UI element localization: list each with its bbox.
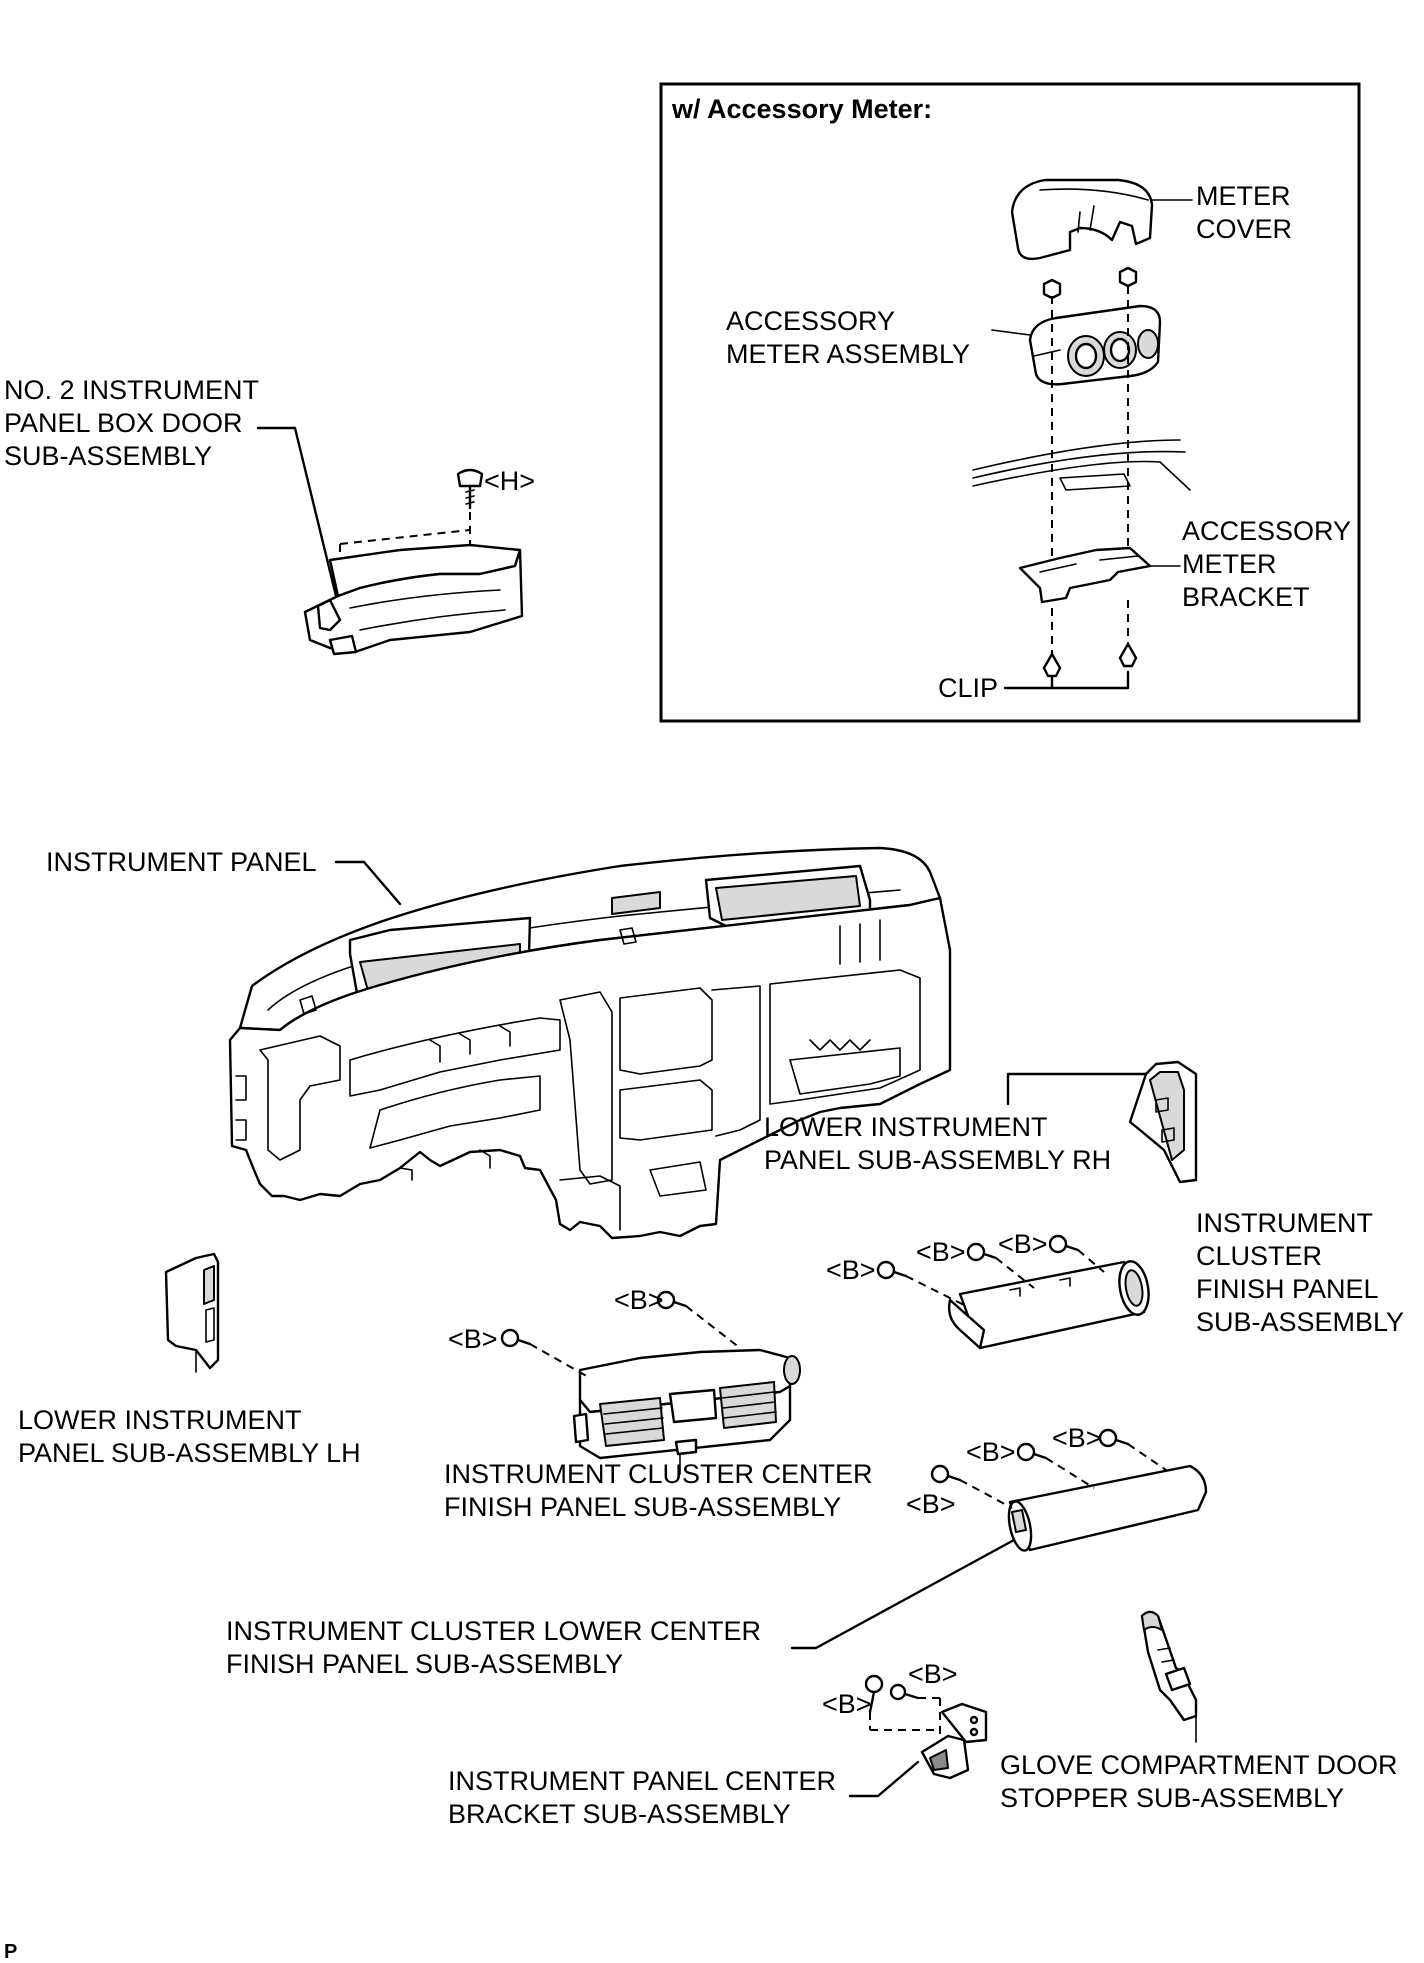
accessory-meter-assembly-part <box>1028 304 1162 386</box>
instrument-panel-label: INSTRUMENT PANEL <box>46 847 317 877</box>
box-door-leader <box>256 426 338 598</box>
cluster-finish-screw-3 <box>1048 1234 1080 1254</box>
cluster-lower-screw-label-3: <B> <box>1052 1423 1102 1453</box>
instrument-panel-group: INSTRUMENT PANEL <box>46 846 952 1240</box>
cluster-lower-center-part <box>1007 1464 1208 1552</box>
cluster-finish-screw-label-2: <B> <box>916 1237 966 1267</box>
glove-stopper-part <box>1140 1610 1198 1722</box>
cluster-lower-screw-3 <box>1098 1428 1130 1448</box>
cluster-center-screw-label-2: <B> <box>614 1285 664 1315</box>
cluster-lower-screw-label-2: <B> <box>966 1437 1016 1467</box>
dash-opening <box>1059 473 1131 491</box>
lower-panel-rh-group: LOWER INSTRUMENT PANEL SUB-ASSEMBLY RH <box>764 1060 1198 1184</box>
glove-stopper-label-2: STOPPER SUB-ASSEMBLY <box>1000 1783 1344 1813</box>
clip-leader <box>1003 670 1130 690</box>
screw-h <box>456 468 484 510</box>
center-bracket-screw-1 <box>864 1674 884 1714</box>
center-bracket-screw-2 <box>889 1683 920 1701</box>
meter-cover-label-1: METER <box>1196 181 1291 211</box>
lower-panel-rh-label-2: PANEL SUB-ASSEMBLY RH <box>764 1145 1111 1175</box>
center-bracket-screw-label-2: <B> <box>908 1659 958 1689</box>
clip-left <box>1042 652 1062 678</box>
meter-assembly-label-1: ACCESSORY <box>726 306 895 336</box>
glove-stopper-group: GLOVE COMPARTMENT DOOR STOPPER SUB-ASSEM… <box>1000 1610 1398 1813</box>
cluster-finish-screw-1 <box>876 1260 908 1280</box>
center-bracket-screw-label-1: <B> <box>822 1689 872 1719</box>
instrument-panel-part <box>228 846 952 1240</box>
cluster-finish-label-3: FINISH PANEL <box>1196 1274 1379 1304</box>
dash-edge-line <box>972 439 1181 471</box>
cluster-center-finish-group: <B> <B> INSTRUMENT CLUSTER CENTER FINISH… <box>444 1285 873 1522</box>
clip-right <box>1118 642 1138 668</box>
clip-label: CLIP <box>938 673 998 703</box>
center-bracket-label-1: INSTRUMENT PANEL CENTER <box>448 1766 836 1796</box>
cluster-center-screw-1 <box>500 1328 532 1348</box>
cluster-center-label-2: FINISH PANEL SUB-ASSEMBLY <box>444 1492 841 1522</box>
cluster-center-label-1: INSTRUMENT CLUSTER CENTER <box>444 1459 873 1489</box>
box-door-group: NO. 2 INSTRUMENT PANEL BOX DOOR SUB-ASSE… <box>4 375 535 656</box>
cluster-lower-screw-1 <box>930 1464 962 1484</box>
meter-cover-part <box>1010 178 1154 261</box>
cluster-finish-panel-group: <B> <B> <B> INSTRUMENT CLUSTER FINISH PA… <box>826 1208 1404 1350</box>
meter-assembly-label-2: METER ASSEMBLY <box>726 339 970 369</box>
meter-assembly-leader <box>991 329 1031 336</box>
cluster-finish-screw-label-1: <B> <box>826 1255 876 1285</box>
cluster-finish-label-2: CLUSTER <box>1196 1241 1322 1271</box>
lower-panel-rh-part <box>1128 1060 1198 1184</box>
box-door-part <box>303 543 524 656</box>
center-bracket-group: <B> <B> INSTRUMENT PANEL CENTER BRACKET … <box>448 1659 988 1829</box>
bracket-label-2: METER <box>1182 549 1277 579</box>
bracket-label-1: ACCESSORY <box>1182 516 1351 546</box>
instrument-panel-leader <box>334 860 402 906</box>
inset-title: w/ Accessory Meter: <box>671 94 932 124</box>
cluster-lower-screw-2 <box>1016 1442 1048 1462</box>
lower-panel-rh-label-1: LOWER INSTRUMENT <box>764 1112 1048 1142</box>
cluster-lower-leader <box>790 1538 1016 1650</box>
corner-mark: P <box>4 1941 17 1963</box>
cluster-lower-center-group: <B> <B> <B> INSTRUMENT CLUSTER LOWER CEN… <box>226 1423 1208 1679</box>
lower-panel-rh-leader <box>1006 1072 1148 1106</box>
cluster-lower-label-2: FINISH PANEL SUB-ASSEMBLY <box>226 1649 623 1679</box>
cluster-finish-label-4: SUB-ASSEMBLY <box>1196 1307 1404 1337</box>
cluster-finish-screw-label-3: <B> <box>998 1229 1048 1259</box>
meter-cover-label-2: COVER <box>1196 214 1292 244</box>
box-door-label-3: SUB-ASSEMBLY <box>4 441 212 471</box>
center-bracket-label-2: BRACKET SUB-ASSEMBLY <box>448 1799 791 1829</box>
cluster-center-screw-label-1: <B> <box>448 1324 498 1354</box>
cluster-finish-screw-2 <box>966 1242 998 1262</box>
box-door-label-1: NO. 2 INSTRUMENT <box>4 375 259 405</box>
bracket-label-3: BRACKET <box>1182 582 1310 612</box>
screw-h-label: <H> <box>484 466 535 496</box>
cluster-center-screw-2 <box>656 1290 688 1310</box>
box-door-label-2: PANEL BOX DOOR <box>4 408 243 438</box>
lower-panel-lh-group: LOWER INSTRUMENT PANEL SUB-ASSEMBLY LH <box>18 1252 361 1468</box>
meter-nut-left <box>1042 278 1062 300</box>
accessory-meter-inset: w/ Accessory Meter: METER COVER ACCESSOR… <box>659 82 1361 723</box>
cluster-finish-label-1: INSTRUMENT <box>1196 1208 1373 1238</box>
center-bracket-part <box>920 1702 988 1780</box>
lower-panel-lh-label-1: LOWER INSTRUMENT <box>18 1405 302 1435</box>
cluster-lower-label-1: INSTRUMENT CLUSTER LOWER CENTER <box>226 1616 761 1646</box>
center-bracket-leader <box>848 1760 920 1798</box>
cluster-finish-panel-part <box>947 1260 1150 1350</box>
lower-panel-lh-label-2: PANEL SUB-ASSEMBLY LH <box>18 1438 361 1468</box>
lower-panel-lh-part <box>164 1252 220 1370</box>
glove-stopper-label-1: GLOVE COMPARTMENT DOOR <box>1000 1750 1398 1780</box>
cluster-lower-screw-label-1: <B> <box>906 1489 956 1519</box>
inset-frame <box>659 82 1361 723</box>
accessory-meter-bracket-part <box>1018 546 1152 604</box>
cluster-center-finish-part <box>572 1348 801 1460</box>
meter-nut-right <box>1118 266 1138 288</box>
